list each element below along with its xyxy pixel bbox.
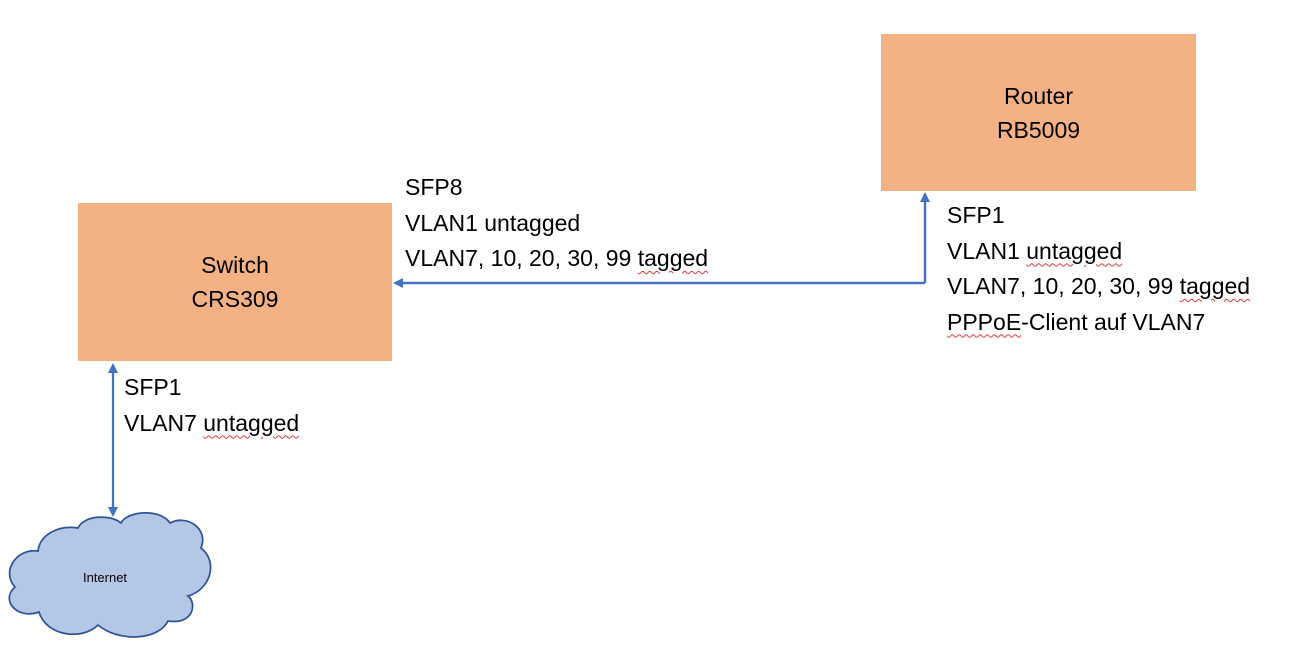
router-sfp1-tagged-line: VLAN7, 10, 20, 30, 99 tagged bbox=[947, 269, 1250, 305]
router-sfp1-untagged-prefix: VLAN1 bbox=[947, 237, 1027, 264]
sfp8-port-name: SFP8 bbox=[405, 174, 463, 200]
sfp8-tagged-word: tagged bbox=[637, 245, 709, 271]
router-sfp1-pppoe-word: PPPoE bbox=[947, 308, 1022, 335]
router-sfp1-port-label: SFP1 VLAN1 untagged VLAN7, 10, 20, 30, 9… bbox=[947, 198, 1250, 340]
switch-sfp1-port-name: SFP1 bbox=[124, 374, 182, 400]
internet-cloud-shape bbox=[8, 512, 212, 638]
router-name: Router bbox=[1003, 82, 1074, 109]
router-sfp1-tagged-word: tagged bbox=[1179, 273, 1251, 299]
switch-box-shape bbox=[78, 203, 392, 361]
router-sfp1-tagged-prefix: VLAN7, 10, 20, 30, 99 bbox=[947, 273, 1180, 299]
router-sfp1-untagged-line: VLAN1 untagged bbox=[947, 234, 1250, 270]
sfp8-untagged-prefix: VLAN1 bbox=[405, 209, 485, 236]
switch-node: Switch CRS309 bbox=[78, 203, 392, 361]
router-sfp1-port-name: SFP1 bbox=[947, 202, 1005, 228]
internet-label: Internet bbox=[82, 570, 128, 585]
router-node: Router RB5009 bbox=[881, 34, 1196, 191]
sfp8-untagged-word: untagged bbox=[484, 209, 581, 236]
sfp8-untagged-line: VLAN1 untagged bbox=[405, 206, 708, 242]
switch-sfp8-port-label: SFP8 VLAN1 untagged VLAN7, 10, 20, 30, 9… bbox=[405, 170, 708, 277]
router-sfp1-untagged-word: untagged bbox=[1026, 237, 1123, 264]
switch-model: CRS309 bbox=[191, 286, 279, 312]
switch-sfp1-untagged-line: VLAN7 untagged bbox=[124, 406, 299, 442]
switch-name: Switch bbox=[201, 252, 269, 278]
switch-sfp1-untagged-prefix: VLAN7 bbox=[124, 409, 204, 436]
switch-sfp1-port-label: SFP1 VLAN7 untagged bbox=[124, 370, 299, 441]
switch-sfp1-untagged-word: untagged bbox=[203, 409, 300, 436]
router-sfp1-pppoe-line: PPPoE-Client auf VLAN7 bbox=[947, 305, 1250, 341]
router-box-shape bbox=[881, 34, 1196, 191]
router-sfp1-pppoe-rest: -Client auf VLAN7 bbox=[1021, 308, 1206, 335]
sfp8-tagged-line: VLAN7, 10, 20, 30, 99 tagged bbox=[405, 241, 708, 277]
router-model: RB5009 bbox=[996, 116, 1081, 143]
sfp8-tagged-prefix: VLAN7, 10, 20, 30, 99 bbox=[405, 245, 638, 271]
